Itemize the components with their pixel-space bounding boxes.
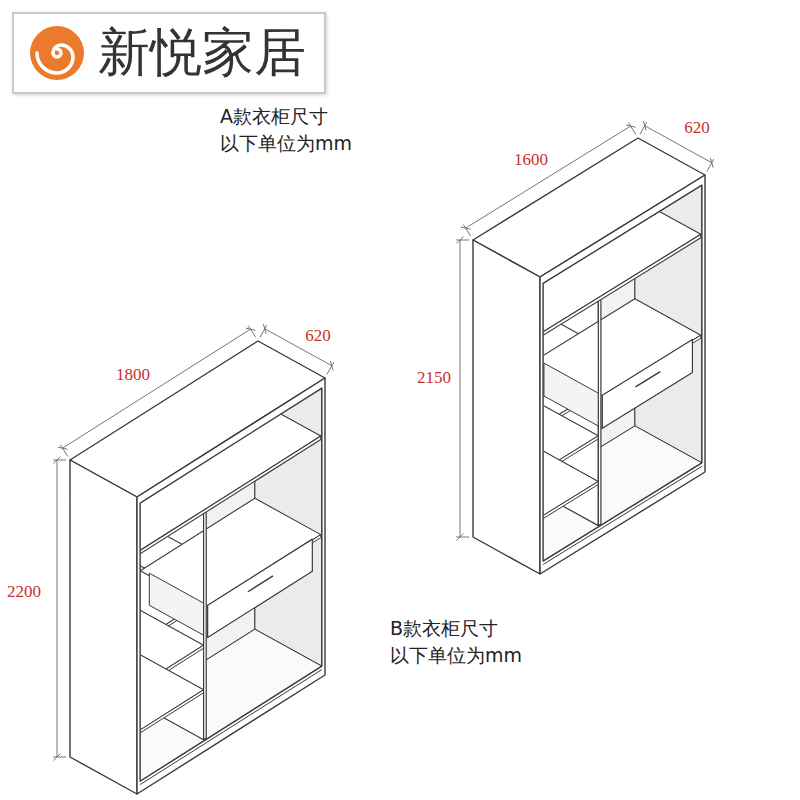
- partition-edge: [598, 296, 601, 526]
- brand-name: 新悦家居: [98, 23, 306, 83]
- front-frame: [137, 378, 325, 794]
- extension-line: [53, 460, 66, 461]
- hinge-dot: [133, 530, 136, 533]
- dimension-tick: [643, 121, 646, 131]
- top-shelf-edge: [542, 234, 701, 336]
- interior: [73, 351, 322, 781]
- dimension-line: [57, 460, 58, 757]
- extension-line: [456, 240, 469, 241]
- hinge-dot: [133, 611, 136, 614]
- dimension-value: 1600: [514, 151, 548, 170]
- shelf-edge: [542, 481, 598, 519]
- dimension-line: [456, 236, 469, 540]
- drawer-front: [602, 340, 692, 429]
- dimension-tick: [53, 753, 60, 760]
- wardrobe: [473, 138, 705, 574]
- logo-box: 新悦家居: [12, 12, 326, 94]
- front-frame: [540, 175, 705, 574]
- icon-swirl: [37, 45, 73, 73]
- extension-line: [53, 757, 66, 758]
- hinge-dot: [536, 477, 539, 480]
- plinth-line: [543, 466, 702, 564]
- dimension-line: [63, 329, 251, 448]
- side-panel: [70, 460, 137, 794]
- extension-line: [60, 445, 67, 457]
- dimension-tick: [330, 361, 333, 371]
- dimension-value: 1800: [116, 366, 150, 385]
- wardrobe: [70, 341, 325, 794]
- shelf-edge: [139, 690, 204, 734]
- brand-icon: [28, 24, 86, 82]
- side-panel: [473, 240, 540, 574]
- top-shelf: [73, 400, 321, 551]
- dimension-line: [461, 123, 636, 237]
- extension-line: [456, 537, 469, 538]
- dimension-line: [53, 456, 66, 760]
- unit-note: 以下单位为mm: [390, 643, 522, 668]
- partition-edge: [204, 509, 207, 740]
- extension-line: [248, 326, 255, 338]
- top-shelf-edge: [139, 436, 321, 554]
- dimension-value: 620: [305, 327, 331, 346]
- dimension-tick: [626, 125, 636, 127]
- unit-note: 以下单位为mm: [220, 131, 352, 156]
- dimension-line: [260, 324, 334, 374]
- dimension-line: [58, 326, 256, 457]
- hinge-dot: [536, 394, 539, 397]
- hinge-dot: [133, 692, 136, 695]
- drawer-handle: [636, 372, 661, 387]
- hinge-dot: [133, 753, 136, 756]
- dimension-tick: [53, 456, 60, 463]
- drawer-side: [544, 363, 602, 428]
- dimension-tick: [58, 447, 68, 449]
- extension-line: [628, 123, 635, 135]
- dimension-tick: [246, 328, 256, 330]
- dimension-value: 2150: [417, 369, 451, 388]
- plinth-line: [140, 670, 322, 785]
- hinge-dot: [536, 311, 539, 314]
- hinge-dot: [536, 539, 539, 542]
- dimension-tick: [456, 533, 463, 540]
- dimension-value: 2200: [7, 583, 41, 602]
- interior: [476, 148, 702, 561]
- dimension-tick: [456, 236, 463, 243]
- dimension-tick: [461, 227, 471, 229]
- dimension-line: [466, 126, 631, 228]
- caption-text: A款衣柜尺寸: [220, 104, 328, 129]
- dimension-value: 620: [684, 119, 710, 138]
- dimension-line: [460, 240, 461, 537]
- drawer-side: [149, 573, 207, 637]
- caption-text: B款衣柜尺寸: [390, 616, 498, 641]
- top-shelf: [476, 198, 701, 333]
- extension-line: [463, 225, 470, 237]
- dimension-tick: [263, 324, 266, 334]
- icon-disc: [30, 26, 84, 80]
- dimension-tick: [710, 158, 713, 168]
- drawer-handle: [248, 576, 273, 592]
- drawer-front: [208, 539, 313, 637]
- shelf: [476, 445, 598, 516]
